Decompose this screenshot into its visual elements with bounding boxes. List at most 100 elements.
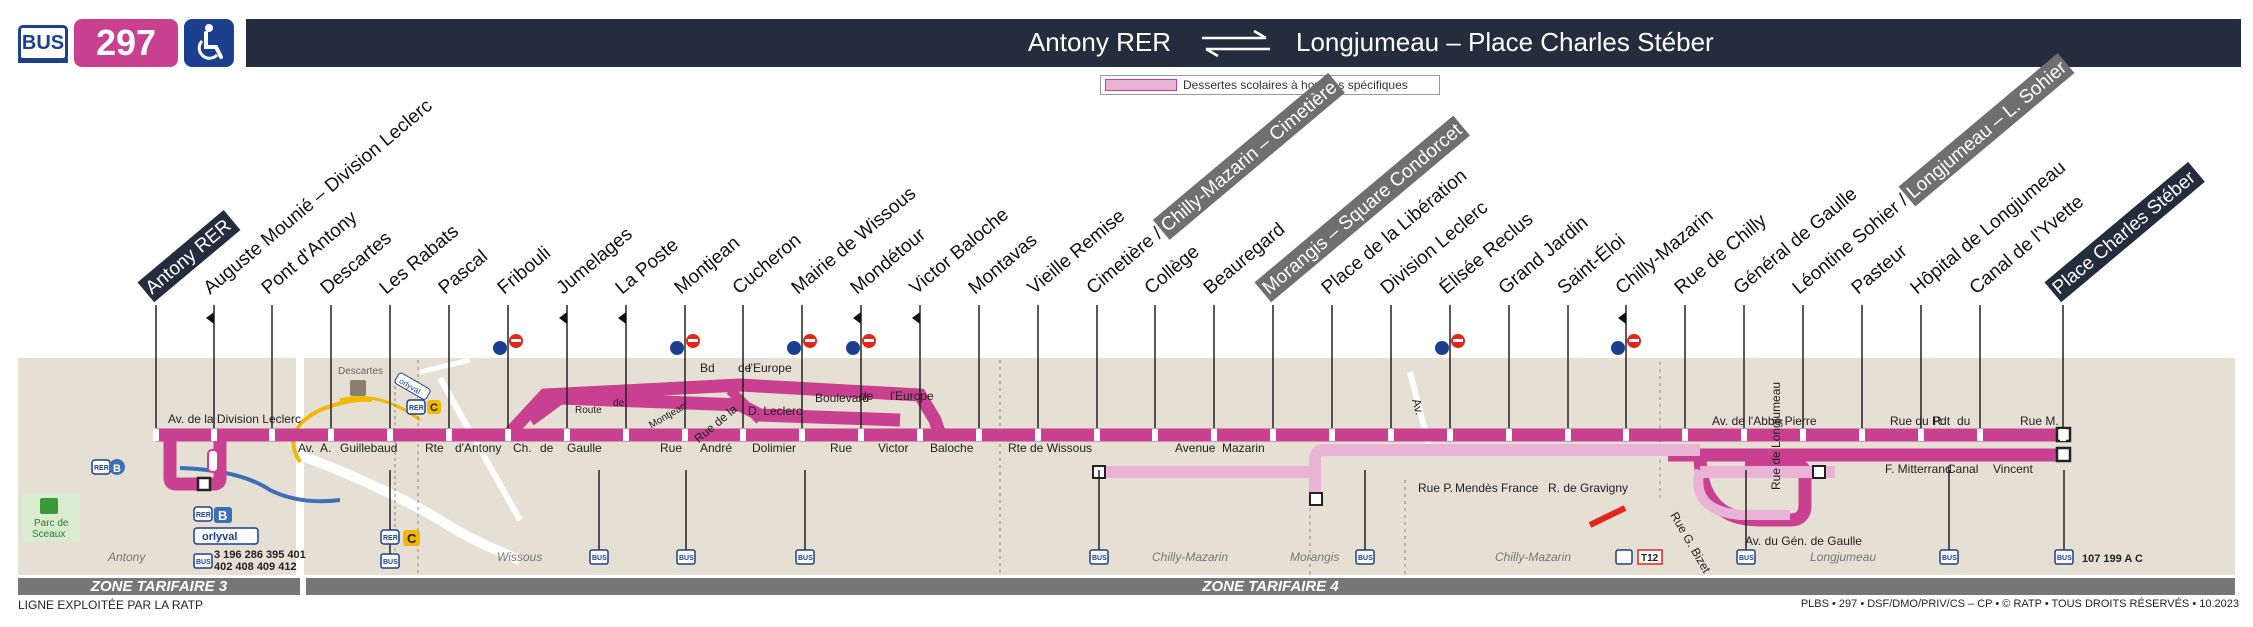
tram-icon	[1615, 549, 1633, 565]
no-entry-bar	[1629, 339, 1639, 342]
rer-icon	[193, 506, 213, 522]
street-name: Rue P.	[1418, 481, 1453, 495]
wheelchair-icon	[184, 19, 234, 67]
zone-3-bar: ZONE TARIFAIRE 3	[18, 578, 300, 595]
direction-arrow	[853, 312, 861, 324]
stop-name-text: Pascal	[435, 246, 492, 299]
bus-icon	[1736, 549, 1756, 565]
stop-marker	[799, 429, 805, 441]
stop-label-32: Place Charles Stéber	[2044, 161, 2205, 303]
bus-icon	[589, 549, 609, 565]
legend-swatch	[1105, 79, 1177, 91]
bus-icon-text: BUS	[679, 555, 694, 562]
street-name: Baloche	[930, 441, 974, 455]
road-a13	[298, 450, 522, 565]
upper-branch	[503, 378, 947, 440]
street-name: D. Leclerc	[748, 404, 802, 418]
route-lines	[156, 378, 2072, 527]
commune-box	[1152, 72, 1345, 240]
commune-box	[1898, 53, 2075, 207]
stop-marker	[1152, 429, 1158, 441]
landmark-icon	[350, 380, 366, 396]
no-entry-bar	[805, 339, 815, 342]
no-entry-bar	[1453, 339, 1463, 342]
bus-icon-text: BUS	[1358, 555, 1373, 562]
street-name: l'Europe	[748, 361, 792, 375]
connector	[726, 386, 764, 424]
stop-name: Chilly-Mazarin	[1612, 205, 1718, 298]
stop-marker	[1918, 429, 1924, 441]
terminus-lines: 107 199 A C	[2082, 553, 2143, 565]
orlyval-lines: 402 408 409 412	[214, 561, 297, 573]
stop-name-text: Fribouli	[494, 243, 555, 299]
rer-icon	[406, 399, 426, 415]
road-diagonal	[437, 376, 523, 522]
bus-icon-text: BUS	[1092, 555, 1107, 562]
bus-badge-underline	[18, 58, 68, 63]
no-entry-bar	[864, 339, 874, 342]
bus-icon-text: BUS	[1942, 555, 1957, 562]
rer-icon-text: RER	[196, 512, 211, 519]
street-name: Rte	[425, 441, 444, 455]
direction-arrow	[206, 312, 214, 324]
park-label: Parc de	[34, 518, 69, 529]
stop-name: Pascal	[435, 246, 492, 299]
school-terminus	[1309, 492, 1323, 506]
bus-icon	[380, 553, 400, 569]
zone-4-bar: ZONE TARIFAIRE 4	[306, 578, 2235, 595]
stop-marker	[505, 429, 511, 441]
two-way-arrows-icon	[1202, 29, 1270, 58]
stop-marker	[740, 429, 746, 441]
rer-icon	[380, 529, 400, 545]
origin-label: Antony RER	[1027, 27, 1171, 57]
rer-b-icon	[109, 459, 125, 475]
street-name: l'Europe	[890, 389, 934, 403]
commune-label: Longjumeau	[1810, 550, 1876, 564]
bus-icon	[676, 549, 696, 565]
wheelchair-icon	[670, 341, 684, 355]
stop-name-text: Division Leclerc	[1377, 197, 1492, 299]
bus-icon-text: BUS	[196, 559, 211, 566]
street-name: de	[540, 441, 554, 455]
credits: PLBS • 297 • DSF/DMO/PRIV/CS – CP • © RA…	[1800, 598, 2239, 610]
street-name: Victor	[878, 441, 908, 455]
direction-arrow	[559, 312, 567, 324]
stop-marker	[1859, 429, 1865, 441]
line-c-text: C	[430, 402, 438, 414]
bus-icon-text: BUS	[2057, 555, 2072, 562]
zone-divider	[296, 358, 304, 575]
street-name: Av.	[1409, 397, 1427, 416]
stop-marker	[446, 429, 452, 441]
street-name: R. de Gravigny	[1548, 481, 1628, 495]
header: BUS 297 Antony RER Longjumeau – Place Ch…	[0, 0, 2253, 95]
orlyval-icon	[193, 527, 259, 545]
stop-marker	[682, 429, 688, 441]
loop-handle	[207, 449, 219, 473]
stop-marker	[858, 429, 864, 441]
stop-marker	[1447, 429, 1453, 441]
bus-icon	[193, 553, 213, 569]
wheelchair-icon	[787, 341, 801, 355]
street-name: Bd	[700, 361, 715, 375]
no-entry-bar	[511, 339, 521, 342]
street-name: d'Antony	[455, 441, 501, 455]
stop-label-13: Victor Baloche	[906, 204, 1013, 299]
stop-box-text: Chilly-Mazarin – Cimetière	[1157, 77, 1341, 236]
stop-marker	[623, 429, 629, 441]
wheelchair-icon	[1435, 341, 1449, 355]
wheelchair-icon	[1611, 341, 1625, 355]
t12-badge	[1637, 549, 1663, 565]
street-name: Av. du Gén. de Gaulle	[1745, 534, 1862, 548]
school-route-east	[1309, 444, 1700, 500]
bus-icon-text: BUS	[383, 559, 398, 566]
street-name: Dolimier	[752, 441, 796, 455]
bus-icon	[2054, 549, 2074, 565]
stop-marker	[1800, 429, 1806, 441]
stop-marker	[917, 429, 923, 441]
stop-label-21: Division Leclerc	[1377, 197, 1492, 299]
orlyval-lines: 3 196 286 395 401	[214, 549, 306, 561]
stop-marker	[1741, 429, 1747, 441]
no-entry-bar	[688, 339, 698, 342]
